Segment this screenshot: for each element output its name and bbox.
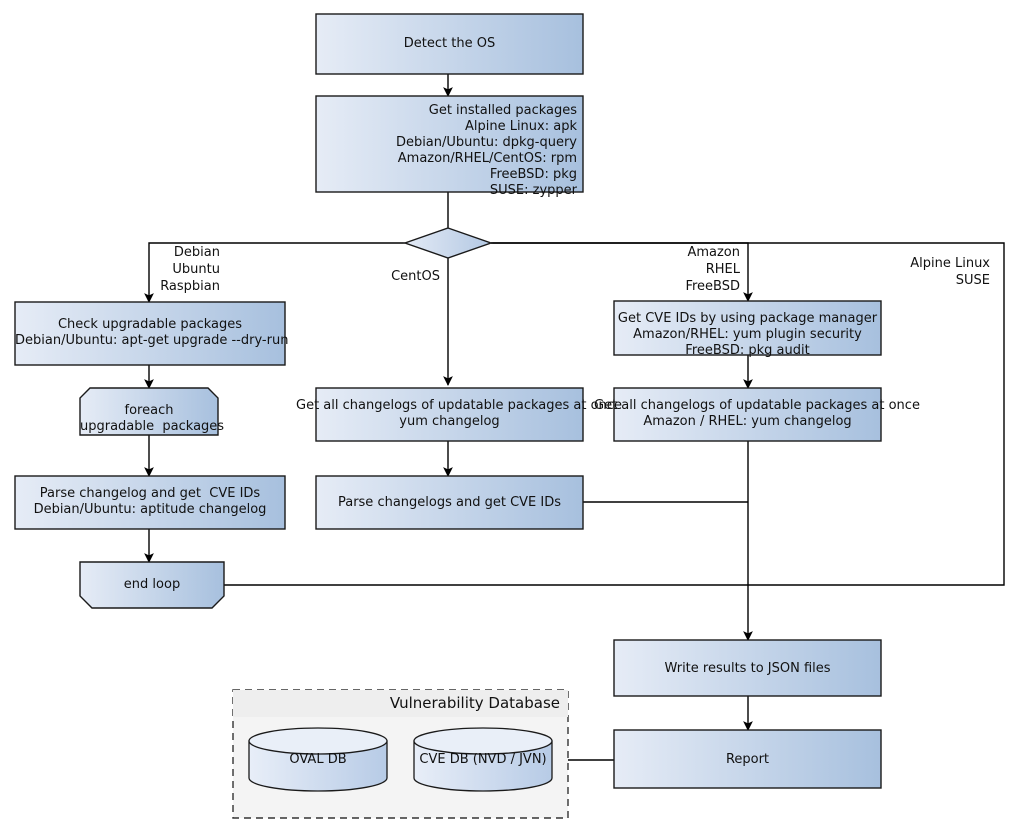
node-detect-os <box>315 13 584 75</box>
edge-label-debian: Debian Ubuntu Raspbian <box>160 245 220 294</box>
node-get-cve-ids <box>613 300 882 356</box>
node-os-decision <box>402 227 494 259</box>
vulnerability-database-title: Vulnerability Database <box>389 694 560 712</box>
node-rhel-changelogs <box>613 387 882 442</box>
node-write-json <box>613 639 882 697</box>
edge-decision-alpine <box>491 242 1005 586</box>
edge-decision-debian <box>144 242 405 303</box>
node-centos-parse <box>315 475 584 530</box>
node-check-upgradable <box>14 301 286 366</box>
node-end-loop <box>79 561 225 609</box>
node-centos-changelogs <box>315 387 584 442</box>
edge-label-amazon: Amazon RHEL FreeBSD <box>685 245 740 294</box>
node-get-installed <box>315 95 584 193</box>
node-parse-changelog <box>14 475 286 530</box>
db-cve <box>413 727 553 792</box>
node-foreach-loop <box>79 387 219 436</box>
db-oval <box>248 727 388 792</box>
edge-label-centos: CentOS <box>391 269 440 284</box>
node-report <box>613 729 882 789</box>
edge-label-alpine: Alpine Linux SUSE <box>910 256 990 288</box>
